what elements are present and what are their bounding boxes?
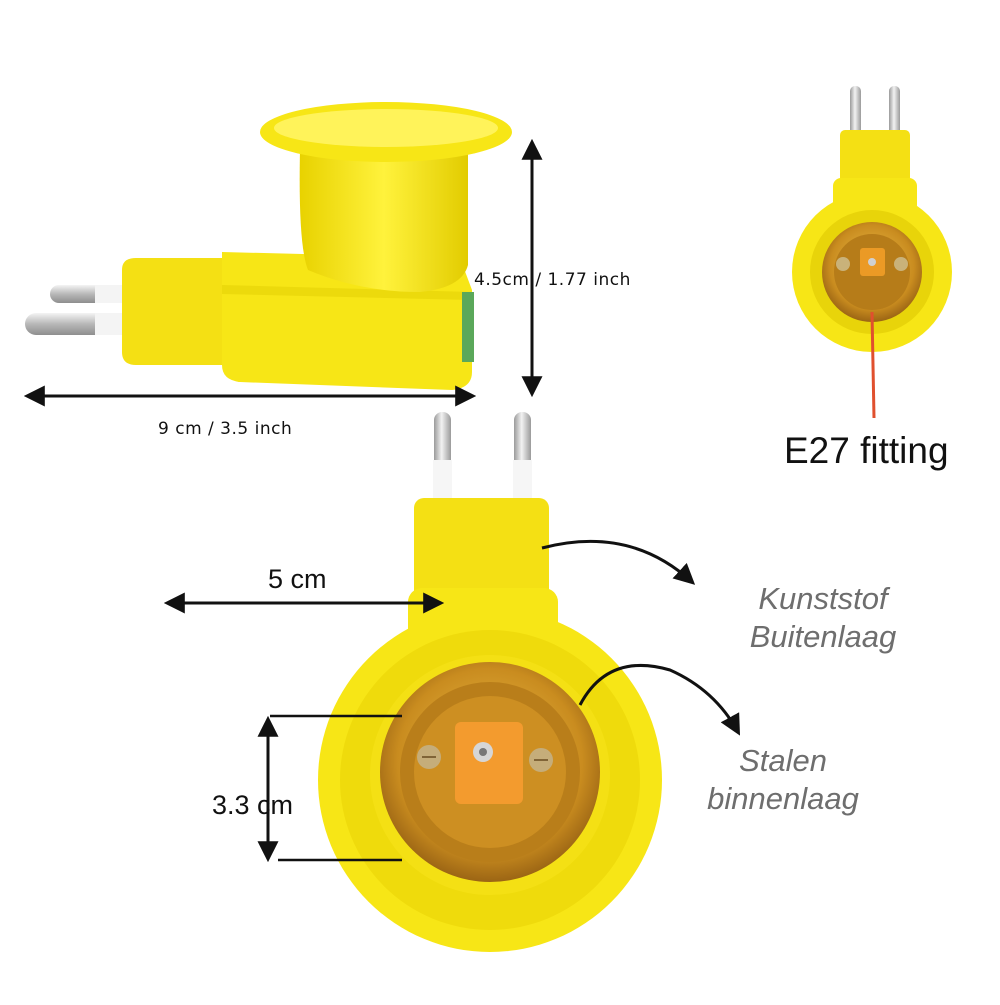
height-dimension-label: 4.5cm / 1.77 inch <box>474 270 631 290</box>
small-front-view <box>792 86 952 419</box>
fitting-label: E27 fitting <box>784 430 949 471</box>
inner-layer-label: Stalen binnenlaag <box>678 742 888 818</box>
outer-layer-line2: Buitenlaag <box>749 619 897 654</box>
outer-layer-label: Kunststof Buitenlaag <box>718 580 928 656</box>
inner-layer-line1: Stalen <box>739 743 827 778</box>
inner-layer-line2: binnenlaag <box>707 781 859 816</box>
fitting-pointer-line <box>870 311 876 419</box>
socket-depth-bracket <box>257 714 402 863</box>
outer-layer-line1: Kunststof <box>758 581 888 616</box>
sensor-side <box>462 292 474 362</box>
large-front-view <box>318 412 662 952</box>
plug-pins-front <box>433 412 532 512</box>
plug-pins-side <box>25 285 130 335</box>
inner-layer-callout-arrow <box>578 663 741 736</box>
socket-depth-label: 3.3 cm <box>212 790 294 820</box>
width-dimension-label: 9 cm / 3.5 inch <box>158 419 293 439</box>
center-contact <box>455 722 523 804</box>
socket-neck-side <box>299 150 468 292</box>
face-width-label: 5 cm <box>268 564 327 594</box>
plug-body-side <box>122 258 232 365</box>
outer-layer-callout-arrow <box>541 539 696 585</box>
side-view <box>25 102 512 390</box>
